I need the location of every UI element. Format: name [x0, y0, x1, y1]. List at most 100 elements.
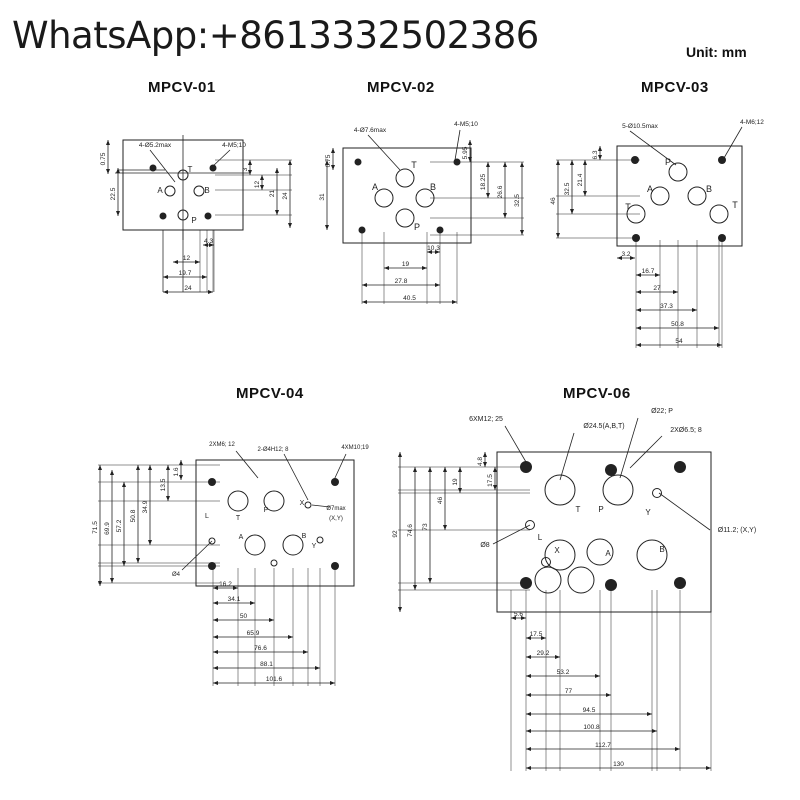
mpcv-03-port-label-t2: T [732, 200, 738, 210]
diagram-title-mpcv-04: MPCV-04 [236, 385, 304, 402]
mpcv-03-callout-holes: 5-Ø10.5max [622, 123, 659, 130]
arrow-head [486, 162, 490, 167]
arrow-head [384, 266, 389, 270]
mpcv-04-hdim-label: 50 [240, 613, 248, 620]
mpcv-04-port-label-y: Y [312, 543, 317, 550]
mpcv-01-vdim-label: 12 [254, 181, 261, 189]
mpcv-06-port-label-t: T [576, 505, 581, 514]
arrow-head [116, 211, 120, 216]
arrow-head [250, 601, 255, 605]
mpcv-06-port-label-y: Y [645, 508, 651, 517]
mpcv-04-hdim-label: 34.1 [228, 596, 241, 603]
arrow-head [208, 290, 213, 294]
mpcv-06-port-label-b: B [659, 545, 664, 554]
arrow-head [213, 586, 218, 590]
arrow-head [428, 467, 432, 472]
mpcv-01-hdim-label: 4.3 [204, 238, 213, 245]
arrow-head [452, 300, 457, 304]
arrow-head [511, 616, 516, 620]
arrow-head [583, 191, 587, 196]
arrow-head [555, 655, 560, 659]
mpcv-06-port [544, 474, 576, 506]
mpcv-03-vdim-label: 21.4 [577, 173, 584, 186]
mpcv-03-callout-threads: 4-M6;12 [740, 119, 764, 126]
mpcv-06-vdim-label: 19 [452, 478, 459, 486]
mpcv-06-port-ring [567, 566, 595, 594]
mpcv-01-leader [211, 149, 231, 168]
arrow-head [443, 525, 447, 530]
mpcv-04-leader [181, 540, 213, 571]
arrow-head [655, 273, 660, 277]
mpcv-06-hdim-label: 130 [613, 761, 624, 768]
mpcv-04-port-label-b: B [302, 533, 307, 540]
mpcv-06-leader [559, 432, 575, 481]
mpcv-06-hdim-label: 77 [565, 688, 573, 695]
arrow-head [413, 585, 417, 590]
mpcv-04-port-label-l: L [205, 513, 209, 520]
arrow-head [166, 465, 170, 470]
mpcv-06-hdim-label: 5.6 [514, 611, 523, 618]
arrow-head [422, 266, 427, 270]
arrow-head [520, 162, 524, 167]
mpcv-06-mount-hole [605, 464, 617, 476]
arrow-head [110, 578, 114, 583]
mpcv-04-port [263, 490, 285, 512]
arrow-head [556, 233, 560, 238]
arrow-head [413, 467, 417, 472]
arrow-head [526, 636, 531, 640]
arrow-head [122, 482, 126, 487]
mpcv-06-mount-hole [674, 461, 686, 473]
mpcv-04-mount-hole [331, 562, 339, 570]
arrow-head [630, 256, 635, 260]
mpcv-02-port [374, 188, 394, 208]
arrow-head [493, 485, 497, 490]
arrow-head [288, 635, 293, 639]
diagram-title-mpcv-06: MPCV-06 [563, 385, 631, 402]
arrow-head [116, 168, 120, 173]
arrow-head [652, 729, 657, 733]
mpcv-04-leader [235, 450, 259, 479]
arrow-head [526, 674, 531, 678]
arrow-head [486, 193, 490, 198]
arrow-head [330, 681, 335, 685]
mpcv-01-mount-hole [149, 164, 157, 172]
mpcv-02-hdim-label: 40.5 [403, 295, 416, 302]
arrow-head [260, 185, 264, 190]
mpcv-03-vdim-label: 32.5 [564, 182, 571, 195]
mpcv-04-callout-mount: 4XM10;19 [341, 445, 369, 451]
mpcv-04-vdim-label: 50.8 [130, 509, 137, 522]
arrow-head [202, 275, 207, 279]
mpcv-06-port-ring [586, 538, 614, 566]
mpcv-04-callout-pins: 2-Ø4H12; 8 [257, 447, 289, 453]
arrow-head [503, 213, 507, 218]
mpcv-06-pilot-hole [652, 488, 662, 498]
mpcv-03-port [709, 204, 729, 224]
arrow-head [213, 618, 218, 622]
mpcv-03-port-label-b: B [706, 184, 712, 194]
mpcv-04-callout-pilot-ports: (X,Y) [329, 516, 343, 522]
arrow-head [706, 766, 711, 770]
arrow-head [362, 300, 367, 304]
mpcv-02-mount-hole [358, 226, 366, 234]
arrow-head [122, 561, 126, 566]
mpcv-04-port [282, 534, 304, 556]
arrow-head [598, 155, 602, 160]
arrow-head [148, 540, 152, 545]
mpcv-04-port-label-t: T [236, 515, 241, 522]
mpcv-01-port-label-t: T [188, 165, 193, 174]
mpcv-06-leader [658, 492, 711, 531]
mpcv-06-body [496, 451, 712, 613]
mpcv-02-vdim-label: 32.5 [514, 194, 521, 207]
mpcv-03-vdim-label: 46 [550, 197, 557, 205]
arrow-head [213, 681, 218, 685]
mpcv-03-vdim-label: 6.3 [592, 150, 599, 159]
arrow-head [675, 747, 680, 751]
mpcv-04-leader [333, 453, 347, 481]
mpcv-02-mount-hole [354, 158, 362, 166]
mpcv-03-leader [629, 130, 677, 166]
mpcv-06-hdim-label: 112.7 [595, 742, 611, 749]
mpcv-06-port-label-l: L [538, 533, 543, 542]
mpcv-06-callout-threads: 6XM12; 25 [469, 416, 503, 423]
arrow-head [714, 326, 719, 330]
